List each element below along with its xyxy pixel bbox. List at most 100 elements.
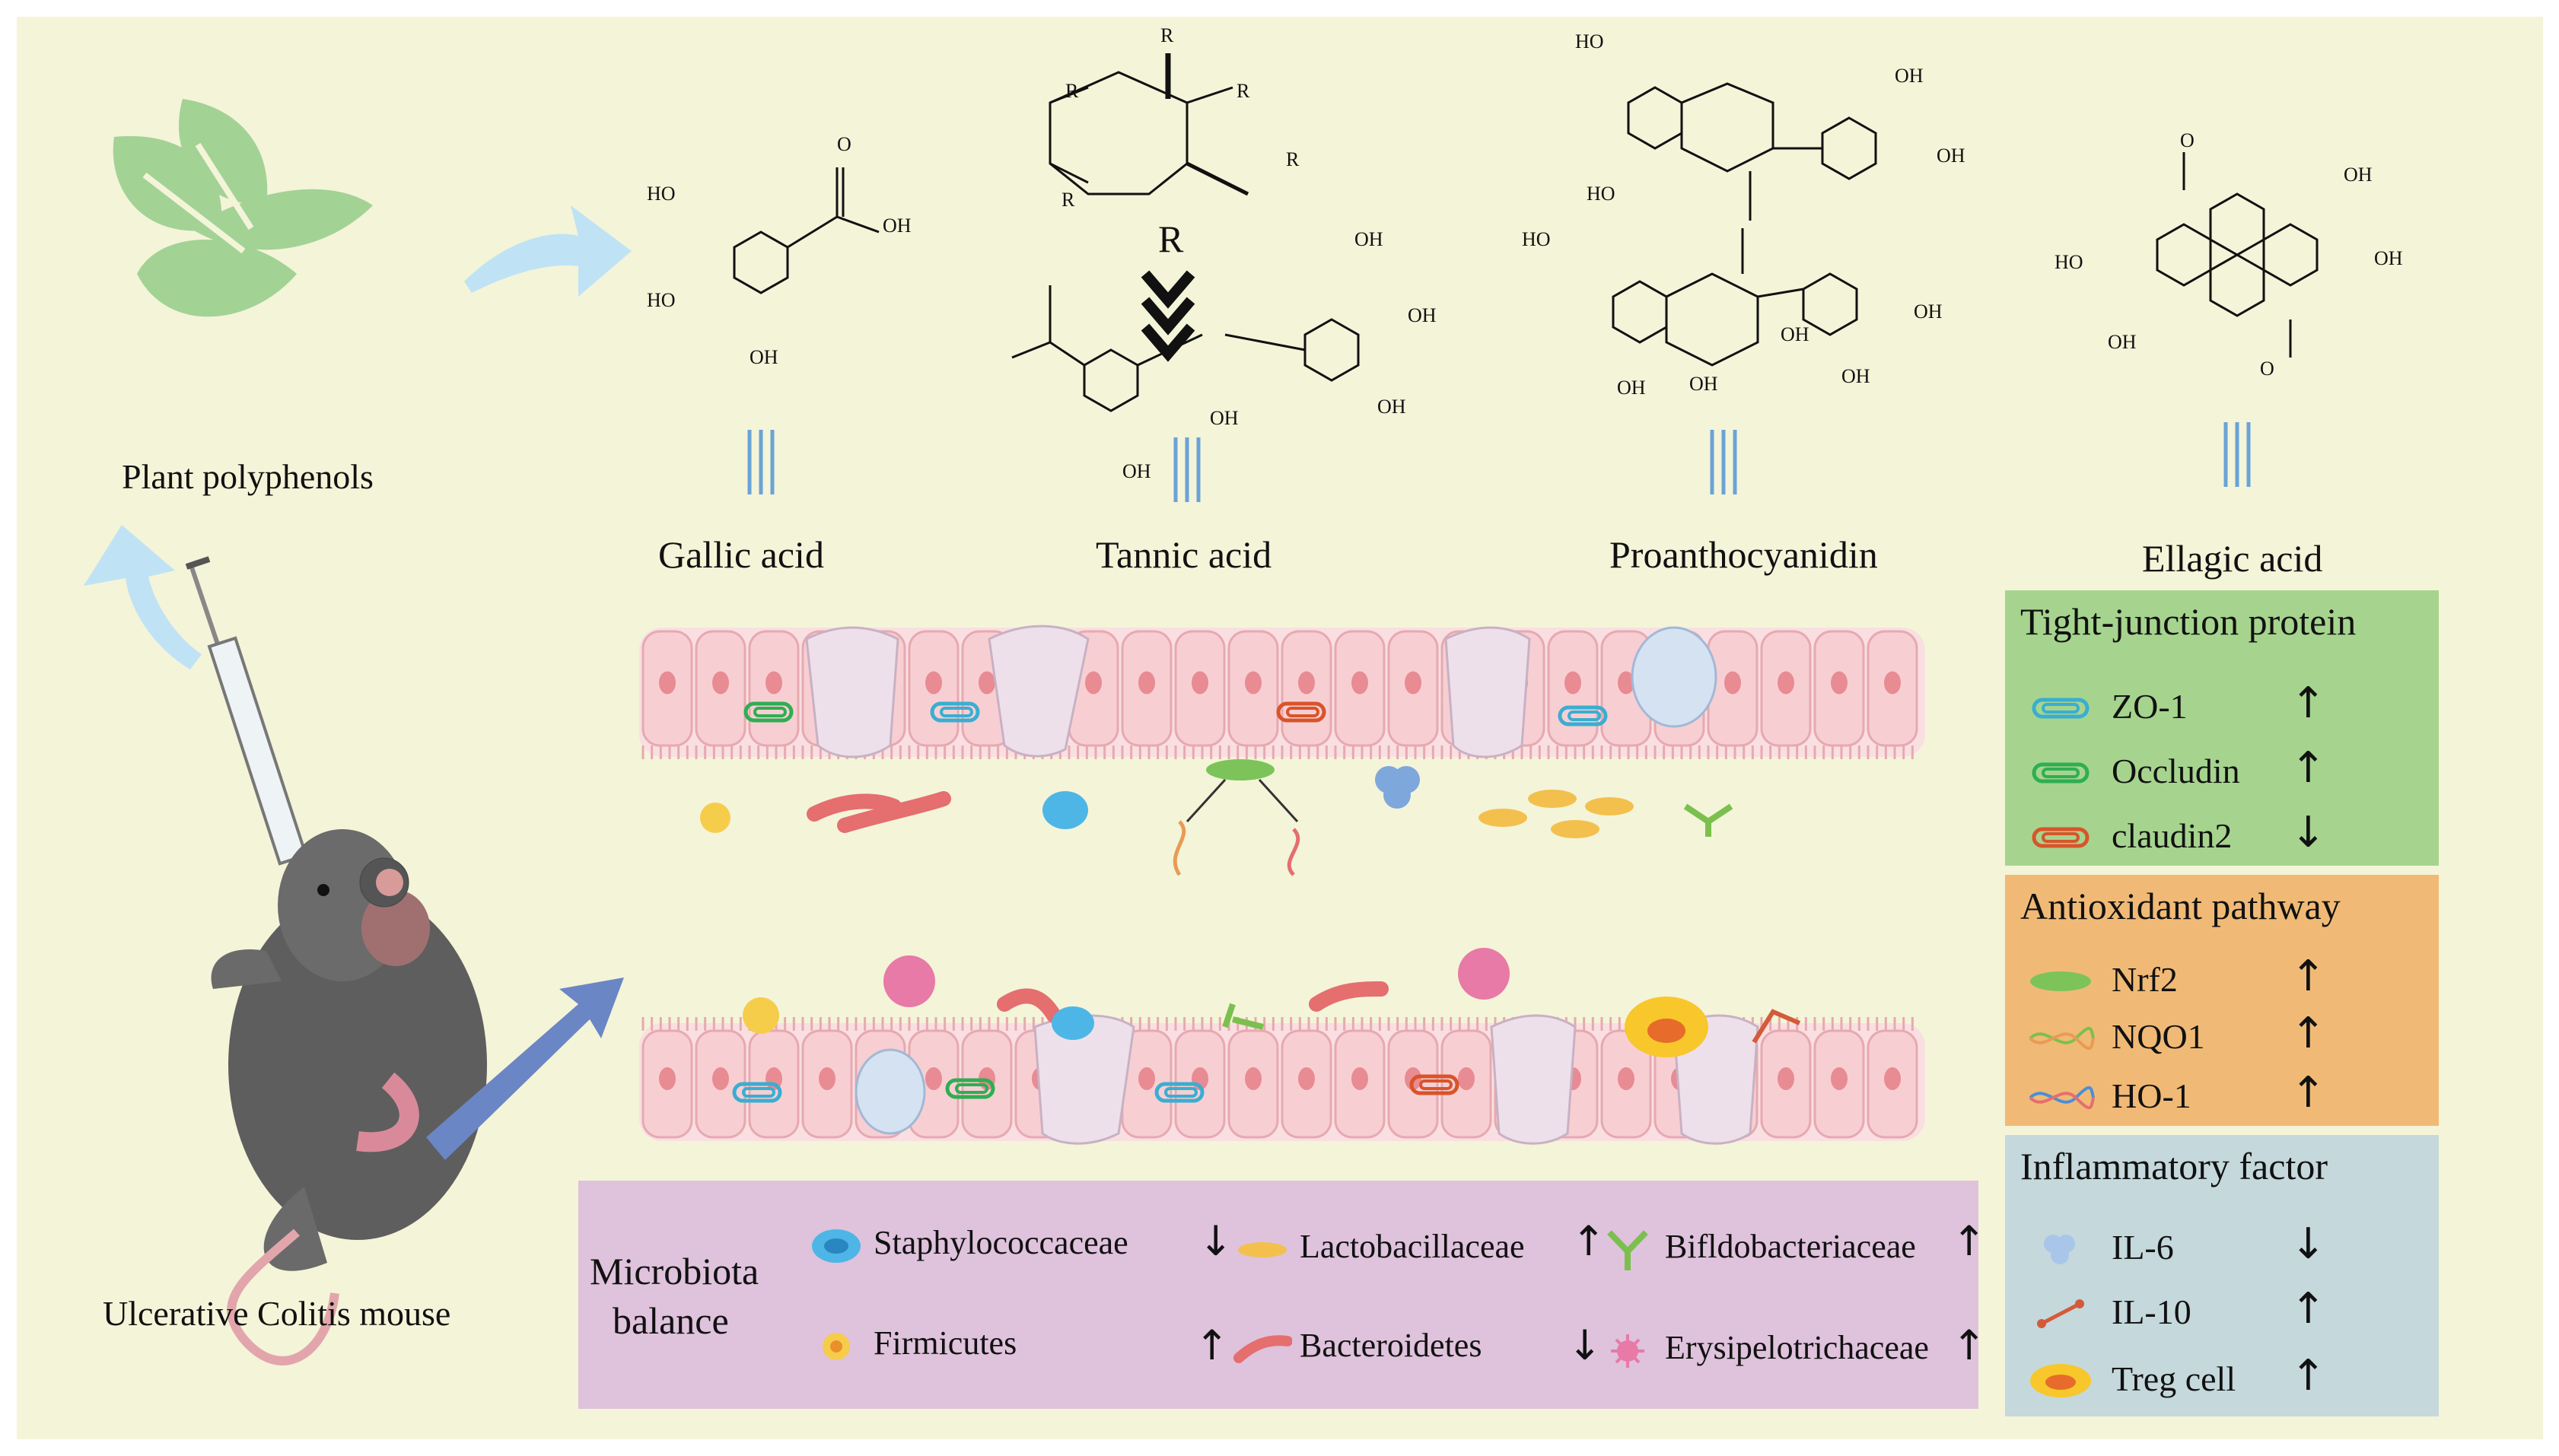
microbiota-legend: Microbiota balance Staphylococcaceae ↓ L… xyxy=(578,1181,1986,1409)
tannic-acid-structure xyxy=(1011,53,1360,412)
gallic-acid-label: Gallic acid xyxy=(658,533,824,576)
atom-label: OH xyxy=(1377,396,1406,418)
legend-row: ZO-1 ↑ xyxy=(2005,679,2439,735)
bifido-icon xyxy=(1607,1230,1648,1270)
up-arrow-icon: ↑ xyxy=(2290,1009,2326,1058)
legend-label: IL-10 xyxy=(2112,1292,2191,1331)
atom-label: OH xyxy=(2374,247,2403,269)
legend-label: IL-6 xyxy=(2112,1228,2174,1267)
staph-icon xyxy=(812,1229,861,1263)
atom-label: OH xyxy=(1895,65,1924,87)
il10-stick-icon xyxy=(2037,1299,2084,1328)
antioxidant-panel xyxy=(2005,875,2439,1126)
atom-label-large: R xyxy=(1158,218,1184,260)
clip-orange-icon xyxy=(2032,827,2090,848)
atom-label: OH xyxy=(1841,365,1870,387)
microbe-label: Lactobacillaceae xyxy=(1300,1228,1525,1265)
legend-row: Occludin ↑ xyxy=(2005,743,2439,800)
legend-row: IL-10 ↑ xyxy=(2005,1284,2439,1340)
proanthocyanidin-label: Proanthocyanidin xyxy=(1609,533,1878,576)
mouse-icon xyxy=(211,829,487,1365)
legend-row: Treg cell ↑ xyxy=(2005,1351,2439,1407)
legend-label: NQO1 xyxy=(2112,1017,2205,1056)
lacto-icon xyxy=(1238,1242,1287,1257)
up-arrow-icon: ↑ xyxy=(1195,1321,1230,1369)
plant-leaves-icon xyxy=(113,99,373,317)
up-arrow-icon: ↑ xyxy=(2290,1068,2326,1117)
clip-green-icon xyxy=(2032,762,2090,784)
atom-label: R xyxy=(1061,189,1075,211)
up-arrow-icon: ↑ xyxy=(2290,679,2326,728)
plant-polyphenols-label: Plant polyphenols xyxy=(122,457,374,496)
gallic-acid-structure xyxy=(733,167,880,294)
ellagic-acid-structure xyxy=(2156,152,2319,358)
atom-label: OH xyxy=(1354,228,1383,250)
atom-label: OH xyxy=(1408,304,1437,326)
legend-label: Occludin xyxy=(2112,752,2240,790)
il6-cluster-icon xyxy=(2044,1235,2075,1264)
atom-label: OH xyxy=(1617,377,1646,399)
microbe-label: Staphylococcaceae xyxy=(874,1224,1128,1261)
atom-label: R xyxy=(1237,80,1250,102)
treg-cell-icon xyxy=(2030,1364,2091,1397)
tight-junction-legend: Tight-junction protein ZO-1 ↑ Occludin ↑… xyxy=(2005,590,2439,866)
atom-label: HO xyxy=(1575,30,1604,52)
up-arrow-icon xyxy=(84,525,202,669)
green-oval-icon xyxy=(2030,971,2091,991)
down-arrow-icon: ↓ xyxy=(1568,1321,1603,1369)
atom-label: OH xyxy=(2108,331,2137,353)
panel-title: Inflammatory factor xyxy=(2020,1145,2328,1187)
up-arrow-icon: ↑ xyxy=(2290,1351,2326,1400)
up-arrow-icon: ↑ xyxy=(2290,1284,2326,1334)
atom-label: OH xyxy=(883,215,912,237)
down-arrow-icon: ↓ xyxy=(2290,1219,2326,1269)
atom-label: HO xyxy=(1587,183,1615,205)
atom-label: OH xyxy=(1122,460,1151,482)
proanthocyanidin-structure xyxy=(1612,82,1877,367)
atom-label: HO xyxy=(2055,251,2083,273)
up-arrow-icon: ↑ xyxy=(2290,743,2326,793)
uc-mouse-label: Ulcerative Colitis mouse xyxy=(103,1294,451,1333)
panel-title: Tight-junction protein xyxy=(2020,600,2357,643)
healthy-microbes xyxy=(700,759,1733,876)
atom-label: OH xyxy=(1689,373,1718,395)
atom-label: HO xyxy=(647,183,676,205)
equivalence-marks xyxy=(747,422,2251,502)
atom-label: OH xyxy=(2344,164,2373,186)
atom-label: OH xyxy=(1781,323,1809,345)
healthy-epithelium xyxy=(639,625,1925,759)
mouse-arrow-icon xyxy=(426,978,624,1160)
bacteroidetes-icon xyxy=(1233,1335,1292,1363)
up-arrow-icon: ↑ xyxy=(1952,1217,1987,1265)
tannic-acid-label: Tannic acid xyxy=(1096,533,1272,576)
microbe-label: Bacteroidetes xyxy=(1300,1327,1482,1364)
legend-row: Nrf2 ↑ xyxy=(2005,952,2439,1008)
atom-label: HO xyxy=(647,289,676,311)
legend-row: HO-1 ↑ xyxy=(2005,1068,2439,1124)
clip-blue-icon xyxy=(2032,698,2090,719)
microbiota-panel xyxy=(578,1181,1978,1409)
curved-arrow-icon xyxy=(464,205,632,297)
panel-title: Antioxidant pathway xyxy=(2020,885,2341,927)
atom-label: O xyxy=(2260,358,2274,380)
down-arrow-icon: ↓ xyxy=(2290,808,2326,857)
microbiota-title-line1: Microbiota xyxy=(590,1250,759,1292)
atom-label: R xyxy=(1065,80,1079,102)
legend-label: HO-1 xyxy=(2112,1076,2191,1115)
ellagic-acid-label: Ellagic acid xyxy=(2142,537,2323,580)
down-arrow-icon: ↓ xyxy=(1198,1217,1233,1265)
legend-row: claudin2 ↓ xyxy=(2005,808,2439,864)
legend-row: NQO1 ↑ xyxy=(2005,1009,2439,1065)
microbe-label: Bifldobacteriaceae xyxy=(1665,1228,1916,1265)
dna-blue-icon xyxy=(2029,1086,2095,1110)
atom-label: O xyxy=(837,133,851,155)
legend-label: claudin2 xyxy=(2112,816,2233,855)
atom-label: R xyxy=(1286,148,1300,170)
dna-green-icon xyxy=(2029,1026,2095,1051)
microbe-label: Firmicutes xyxy=(874,1324,1017,1362)
erysipelo-icon xyxy=(1611,1334,1644,1368)
microbe-label: Erysipelotrichaceae xyxy=(1665,1329,1929,1366)
antioxidant-legend: Antioxidant pathway Nrf2 ↑ NQO1 ↑ HO-1 ↑ xyxy=(2005,875,2439,1126)
legend-label: Treg cell xyxy=(2112,1359,2236,1398)
